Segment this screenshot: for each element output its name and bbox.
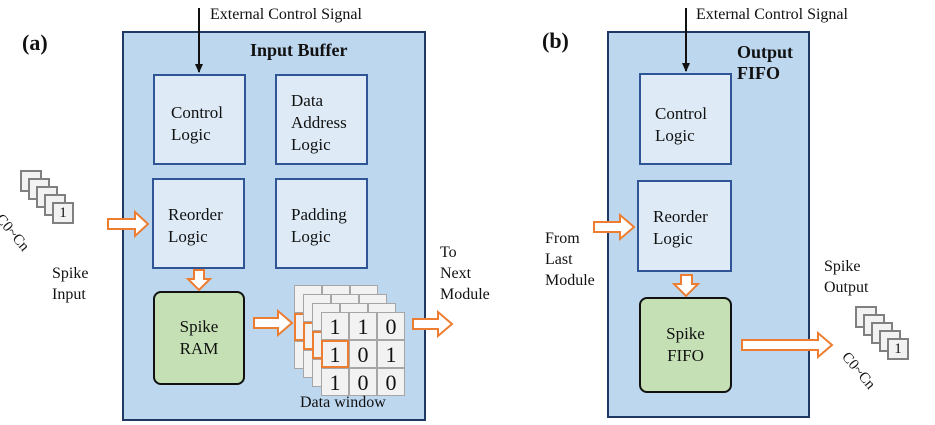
reorder-logic-block-a: Reorder Logic (152, 178, 245, 269)
spike-output-cards: 1 (855, 306, 935, 386)
data-window-cell: 1 (377, 340, 405, 368)
data-address-logic-line2: Address (291, 113, 347, 132)
spike-fifo-block: Spike FIFO (639, 297, 732, 393)
control-logic-block-b: Control Logic (639, 73, 732, 165)
to-next-line2: Next (440, 265, 472, 282)
input-buffer-title: Input Buffer (250, 40, 348, 60)
data-window-highlight (321, 340, 349, 368)
panel-b-label: (b) (542, 28, 569, 53)
spike-output-line2: Output (824, 279, 869, 296)
spike-fifo-line2: FIFO (667, 346, 704, 365)
from-last-module-arrow (593, 212, 636, 242)
padding-logic-line1: Padding (291, 205, 347, 224)
padding-logic-line2: Logic (291, 227, 331, 246)
reorder-logic-line1: Reorder (168, 205, 223, 224)
control-logic-b-line1: Control (655, 104, 707, 123)
spike-output-line1: Spike (824, 258, 861, 275)
spike-card: 1 (887, 338, 909, 360)
to-next-module-arrow (412, 309, 454, 339)
spike-input-cards: 1 (20, 170, 100, 250)
control-signal-arrowhead-b (682, 63, 690, 72)
data-address-logic-line1: Data (291, 91, 324, 110)
data-window-cell: 1 (321, 312, 349, 340)
spike-input-line1: Spike (52, 265, 89, 282)
spike-ram-block: Spike RAM (153, 291, 245, 385)
control-signal-arrowhead-a (195, 64, 203, 73)
from-line3: Module (545, 272, 595, 289)
reorder-logic-b-line1: Reorder (653, 207, 708, 226)
spike-output-label: Spike Output (824, 256, 868, 298)
data-window-cell: 0 (377, 312, 405, 340)
data-window-label: Data window (300, 394, 386, 411)
output-fifo-title-line1: Output (737, 42, 794, 62)
control-logic-b-line2: Logic (655, 126, 695, 145)
spike-input-label: Spike Input (52, 263, 88, 305)
reorder-to-ram-arrow (185, 269, 213, 292)
to-next-module-label: To Next Module (440, 242, 490, 305)
control-logic-line1: Control (171, 103, 223, 122)
from-line1: From (545, 230, 580, 247)
spike-ram-line1: Spike (179, 317, 219, 336)
reorder-to-fifo-arrow (671, 274, 701, 298)
padding-logic-block: Padding Logic (275, 178, 368, 269)
ram-to-window-arrow (253, 308, 294, 338)
from-line2: Last (545, 251, 573, 268)
data-window-cell: 1 (321, 368, 349, 396)
panel-a-label: (a) (22, 30, 48, 55)
data-window-cell: 1 (349, 312, 377, 340)
spike-card: 1 (52, 202, 74, 224)
to-next-line1: To (440, 244, 457, 261)
spike-input-line2: Input (52, 286, 86, 303)
to-next-line3: Module (440, 286, 490, 303)
spike-fifo-line1: Spike (666, 324, 705, 343)
from-last-module-label: From Last Module (545, 228, 595, 291)
external-control-signal-label-a: External Control Signal (210, 6, 362, 23)
reorder-logic-line2: Logic (168, 227, 208, 246)
reorder-logic-block-b: Reorder Logic (637, 180, 732, 272)
spike-output-arrow (741, 330, 834, 360)
output-fifo-title: Output FIFO (737, 42, 793, 84)
data-window-cell: 0 (377, 368, 405, 396)
external-control-signal-label-b: External Control Signal (696, 6, 848, 23)
data-address-logic-block: Data Address Logic (275, 74, 368, 165)
control-logic-line2: Logic (171, 125, 211, 144)
spike-input-arrow (107, 209, 150, 239)
data-window-cell: 0 (349, 340, 377, 368)
data-address-logic-line3: Logic (291, 135, 331, 154)
data-window-cell: 0 (349, 368, 377, 396)
control-logic-block-a: Control Logic (153, 74, 246, 165)
output-fifo-title-line2: FIFO (737, 63, 780, 83)
spike-ram-line2: RAM (179, 339, 219, 358)
reorder-logic-b-line2: Logic (653, 229, 693, 248)
